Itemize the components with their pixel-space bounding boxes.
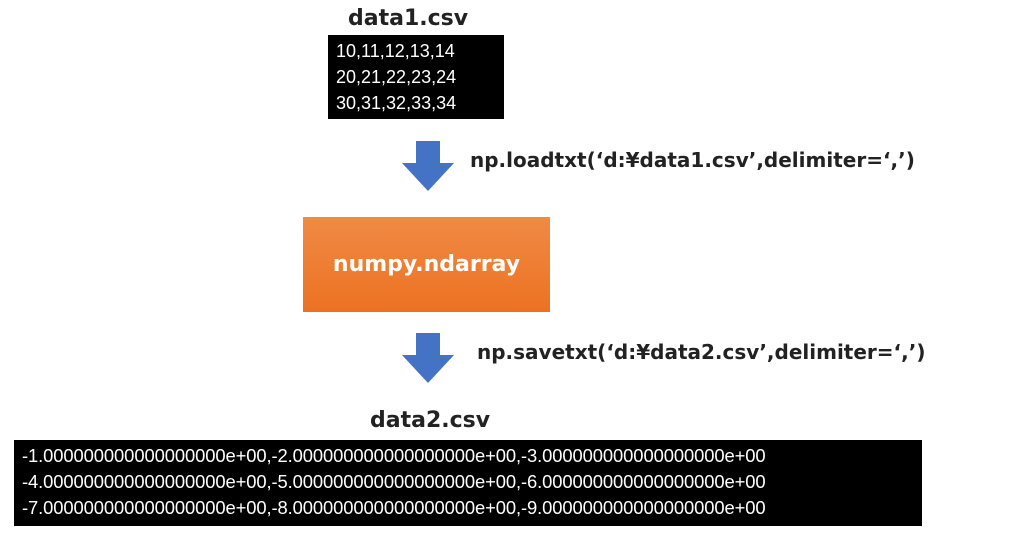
down-arrow-icon: [402, 333, 454, 383]
down-arrow-icon: [402, 141, 454, 191]
input-file-title: data1.csv: [348, 6, 469, 31]
ndarray-label: numpy.ndarray: [332, 252, 521, 277]
ndarray-box: numpy.ndarray: [303, 217, 550, 312]
output-csv-line-1: -1.000000000000000000e+00,-2.00000000000…: [22, 445, 766, 466]
input-csv-line-1: 10,11,12,13,14: [336, 41, 455, 61]
input-csv-line-2: 20,21,22,23,24: [336, 67, 457, 87]
output-csv-line-3: -7.000000000000000000e+00,-8.00000000000…: [22, 497, 766, 518]
output-csv-line-2: -4.000000000000000000e+00,-5.00000000000…: [22, 471, 766, 492]
input-csv-box: 10,11,12,13,14 20,21,22,23,24 30,31,32,3…: [328, 35, 504, 119]
output-file-title: data2.csv: [370, 408, 491, 433]
input-csv-line-3: 30,31,32,33,34: [336, 93, 457, 113]
load-code-label: np.loadtxt(‘d:¥data1.csv’,delimiter=‘,’): [470, 148, 915, 172]
save-code-label: np.savetxt(‘d:¥data2.csv’,delimiter=‘,’): [477, 340, 926, 364]
output-csv-box: -1.000000000000000000e+00,-2.00000000000…: [14, 440, 922, 526]
